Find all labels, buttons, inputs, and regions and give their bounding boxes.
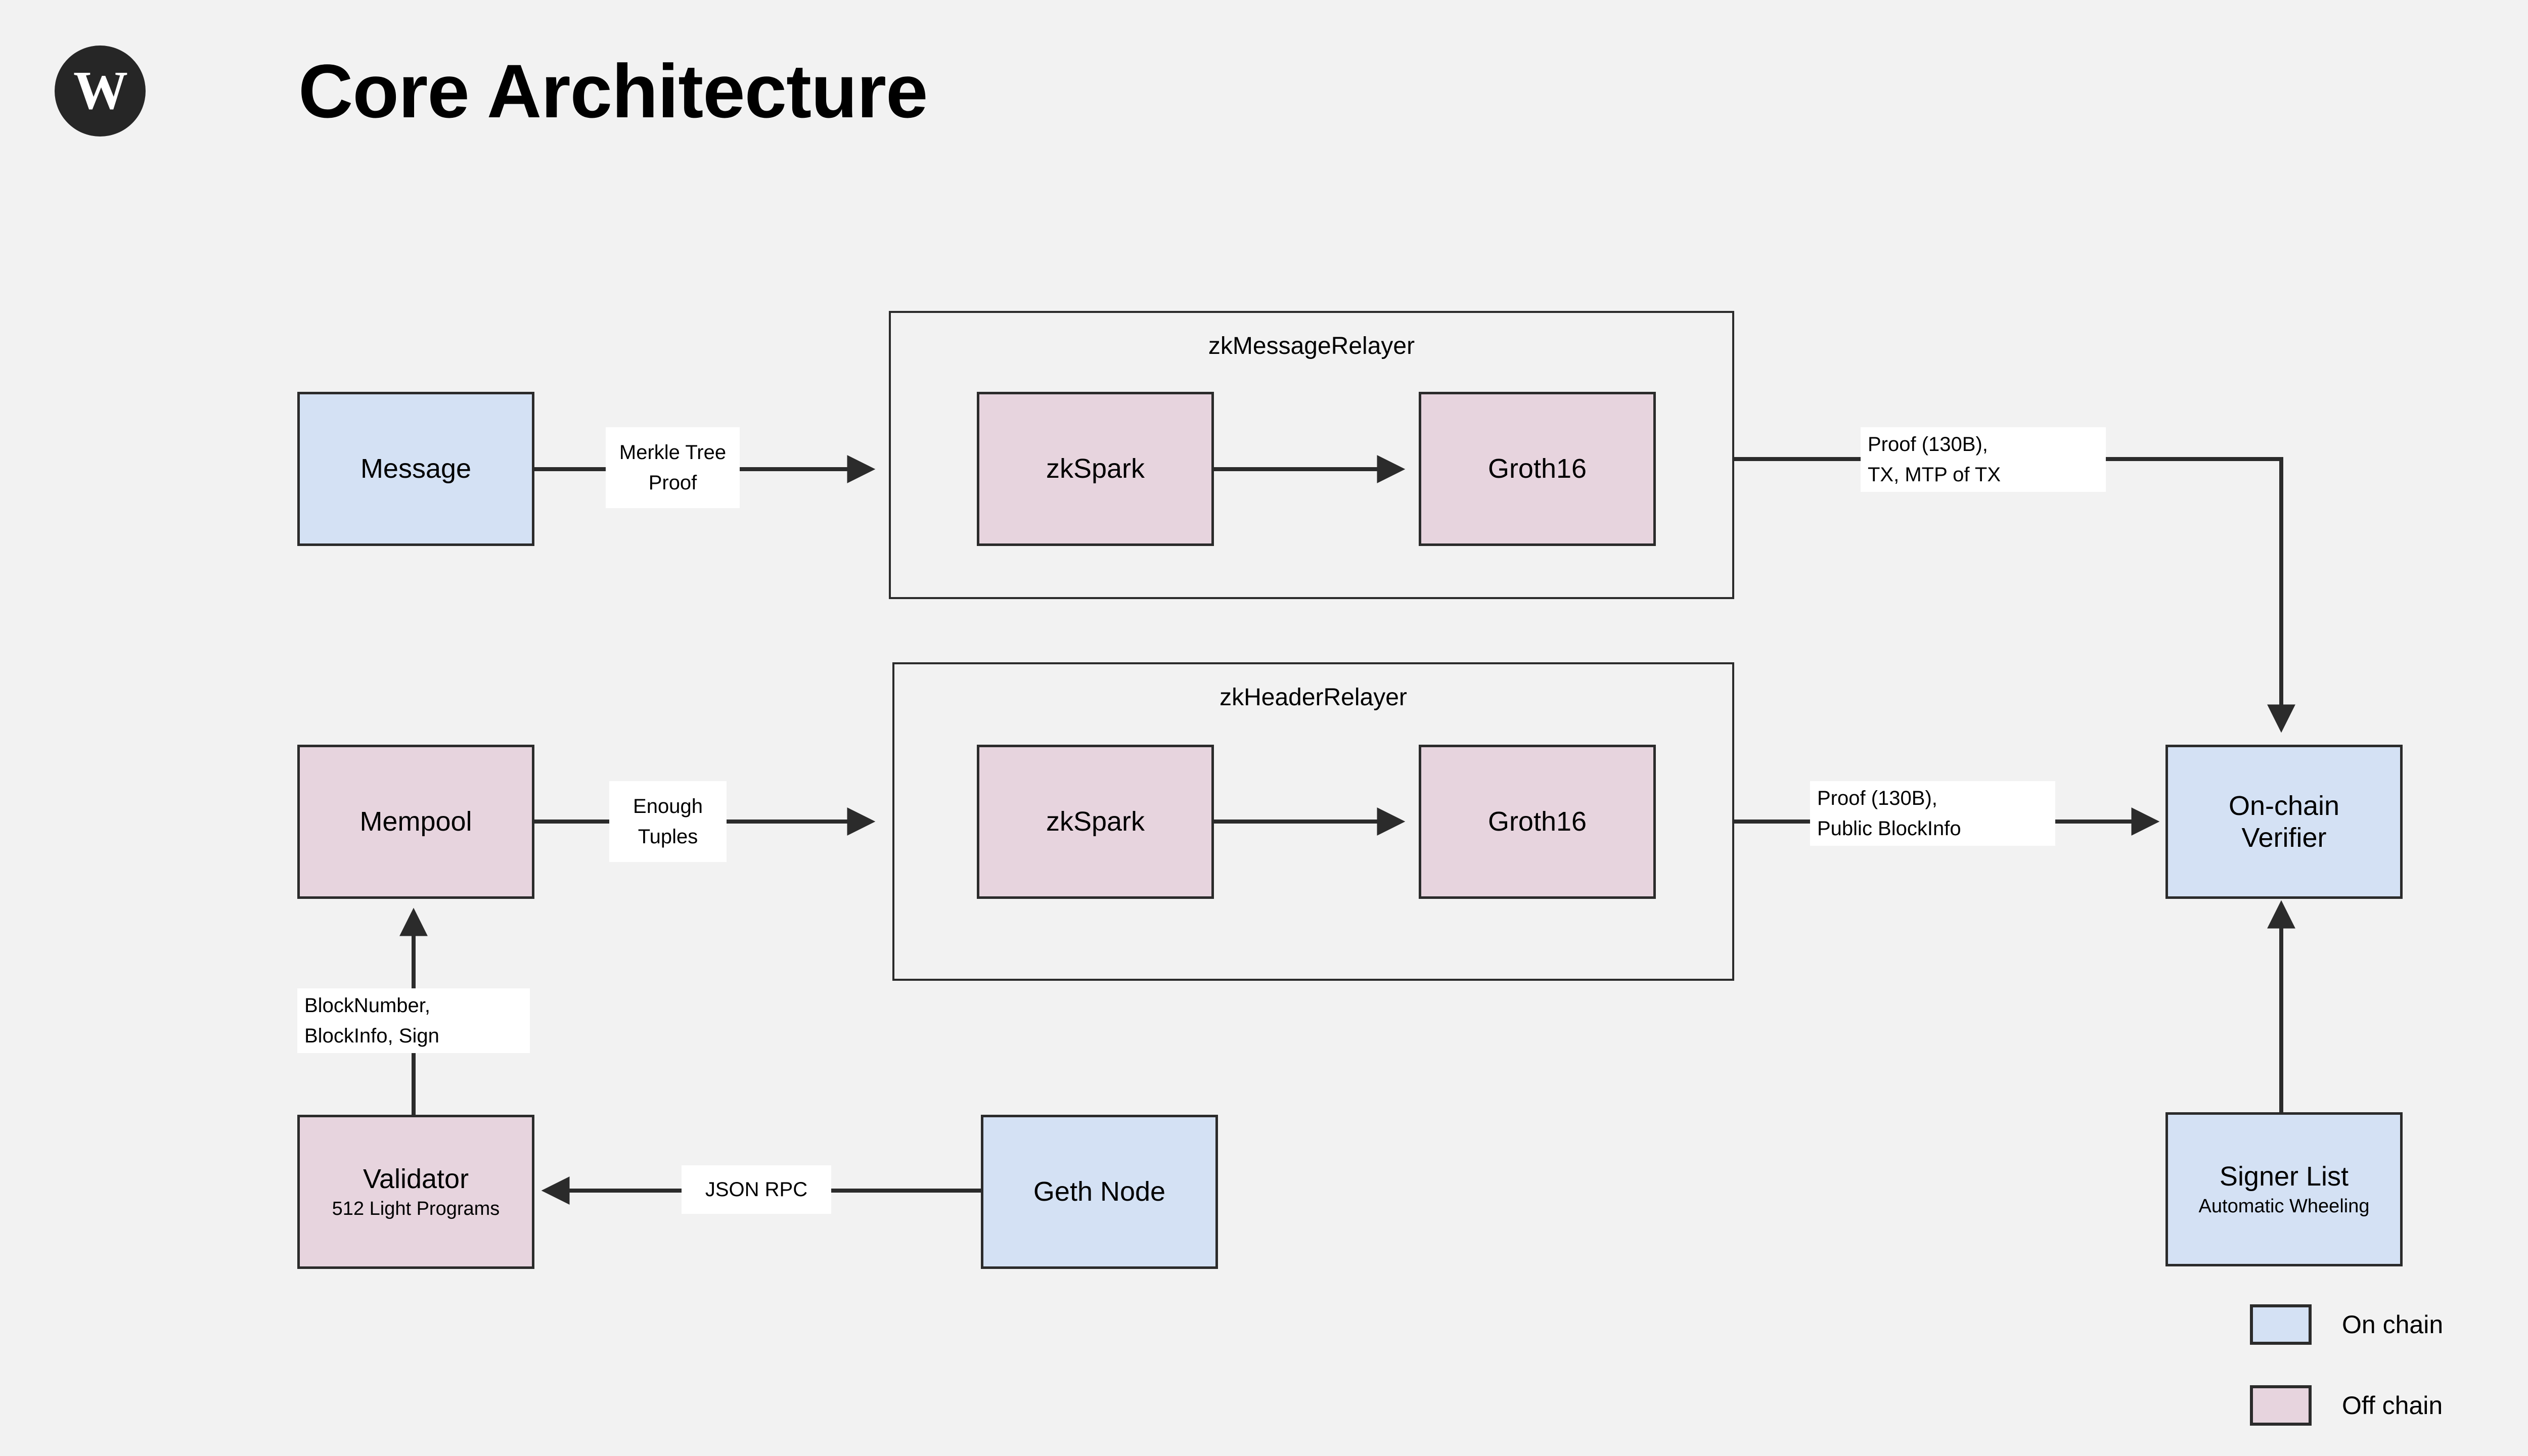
- edge-label-proof-public-blockinfo: Proof (130B), Public BlockInfo: [1810, 781, 2055, 846]
- node-msg-groth16[interactable]: Groth16: [1419, 392, 1656, 546]
- legend-item-off-chain: Off chain: [2250, 1385, 2443, 1426]
- group-zk-message-relayer: zkMessageRelayer: [889, 311, 1734, 599]
- node-hdr-groth16[interactable]: Groth16: [1419, 745, 1656, 899]
- edge-label-merkle-tree-proof: Merkle Tree Proof: [606, 427, 740, 508]
- node-hdr-zkspark[interactable]: zkSpark: [977, 745, 1214, 899]
- node-validator-label: Validator: [363, 1163, 469, 1194]
- edge-label-proof-tx-mtp-line1: Proof (130B),: [1868, 433, 1988, 456]
- legend: On chain Off chain: [2250, 1304, 2528, 1436]
- legend-label-on-chain: On chain: [2342, 1310, 2444, 1339]
- edge-label-enough-tuples-line2: Tuples: [638, 826, 698, 848]
- edge-message-relayer-to-verifier: [1734, 457, 2295, 733]
- node-signer-list[interactable]: Signer List Automatic Wheeling: [2165, 1112, 2403, 1266]
- node-signer-list-sublabel: Automatic Wheeling: [2198, 1195, 2370, 1217]
- page-header: W Core Architecture: [0, 0, 2528, 212]
- legend-label-off-chain: Off chain: [2342, 1391, 2443, 1420]
- edge-label-merkle-tree-proof-line1: Merkle Tree: [619, 441, 727, 464]
- node-message-label: Message: [360, 453, 472, 484]
- edge-label-proof-public-blockinfo-line2: Public BlockInfo: [1817, 817, 1961, 840]
- brand-logo-icon: W: [55, 46, 146, 136]
- node-onchain-verifier-label-line2: Verifier: [2241, 822, 2327, 853]
- edge-label-enough-tuples: Enough Tuples: [609, 781, 727, 862]
- logo-letter: W: [73, 61, 128, 121]
- node-msg-zkspark-label: zkSpark: [1046, 453, 1145, 484]
- node-geth-node[interactable]: Geth Node: [981, 1115, 1218, 1269]
- node-msg-groth16-label: Groth16: [1487, 453, 1587, 484]
- node-mempool-label: Mempool: [359, 806, 472, 837]
- edge-label-json-rpc-line1: JSON RPC: [705, 1178, 808, 1201]
- edge-label-merkle-tree-proof-line2: Proof: [648, 472, 697, 494]
- edge-label-proof-public-blockinfo-line1: Proof (130B),: [1817, 787, 1937, 809]
- edge-label-blocknumber-sign-line2: BlockInfo, Sign: [304, 1025, 439, 1047]
- page-title: Core Architecture: [298, 49, 928, 133]
- node-mempool[interactable]: Mempool: [297, 745, 534, 899]
- node-message[interactable]: Message: [297, 392, 534, 546]
- edge-label-enough-tuples-line1: Enough: [633, 795, 703, 817]
- edge-label-blocknumber-sign: BlockNumber, BlockInfo, Sign: [297, 988, 530, 1053]
- legend-swatch-on-chain: [2250, 1304, 2312, 1345]
- node-hdr-zkspark-label: zkSpark: [1046, 806, 1145, 837]
- node-onchain-verifier-label-line1: On-chain: [2228, 791, 2340, 822]
- edge-label-json-rpc: JSON RPC: [682, 1165, 831, 1214]
- group-zk-header-relayer: zkHeaderRelayer: [892, 662, 1734, 981]
- edge-label-blocknumber-sign-line1: BlockNumber,: [304, 994, 430, 1017]
- node-signer-list-label: Signer List: [2219, 1161, 2349, 1192]
- edge-label-proof-tx-mtp-line2: TX, MTP of TX: [1868, 464, 2001, 486]
- node-geth-node-label: Geth Node: [1033, 1176, 1166, 1207]
- node-msg-zkspark[interactable]: zkSpark: [977, 392, 1214, 546]
- group-title-zk-message-relayer: zkMessageRelayer: [1208, 333, 1415, 359]
- group-title-zk-header-relayer: zkHeaderRelayer: [1220, 684, 1407, 711]
- edge-label-proof-tx-mtp: Proof (130B), TX, MTP of TX: [1861, 427, 2106, 492]
- legend-swatch-off-chain: [2250, 1385, 2312, 1426]
- node-validator[interactable]: Validator 512 Light Programs: [297, 1115, 534, 1269]
- node-validator-sublabel: 512 Light Programs: [332, 1198, 500, 1219]
- node-onchain-verifier[interactable]: On-chain Verifier: [2165, 745, 2403, 899]
- node-hdr-groth16-label: Groth16: [1487, 806, 1587, 837]
- legend-item-on-chain: On chain: [2250, 1304, 2443, 1345]
